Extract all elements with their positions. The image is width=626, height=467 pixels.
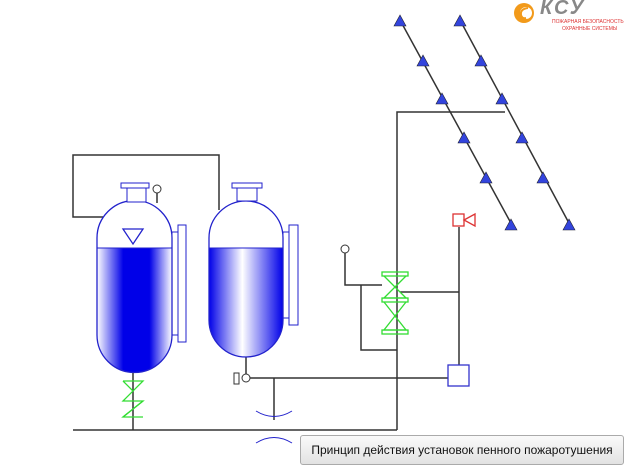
logo-line1: ПОЖАРНАЯ БЕЗОПАСНОСТЬ	[552, 19, 624, 25]
right-tank	[208, 182, 299, 444]
principle-button[interactable]: Принцип действия установок пенного пожар…	[300, 435, 624, 465]
sprinklers	[393, 14, 576, 231]
valves	[121, 271, 409, 418]
siren-icon	[452, 212, 476, 228]
logo: КСУ ПОЖАРНАЯ БЕЗОПАСНОСТЬ ОХРАННЫЕ СИСТЕ…	[510, 0, 626, 32]
logo-line2: ОХРАННЫЕ СИСТЕМЫ	[562, 26, 618, 32]
pressure-switch	[340, 244, 350, 254]
left-tank	[96, 182, 187, 374]
control-box	[447, 364, 470, 387]
logo-mark	[514, 3, 534, 23]
logo-main: КСУ	[540, 0, 586, 19]
